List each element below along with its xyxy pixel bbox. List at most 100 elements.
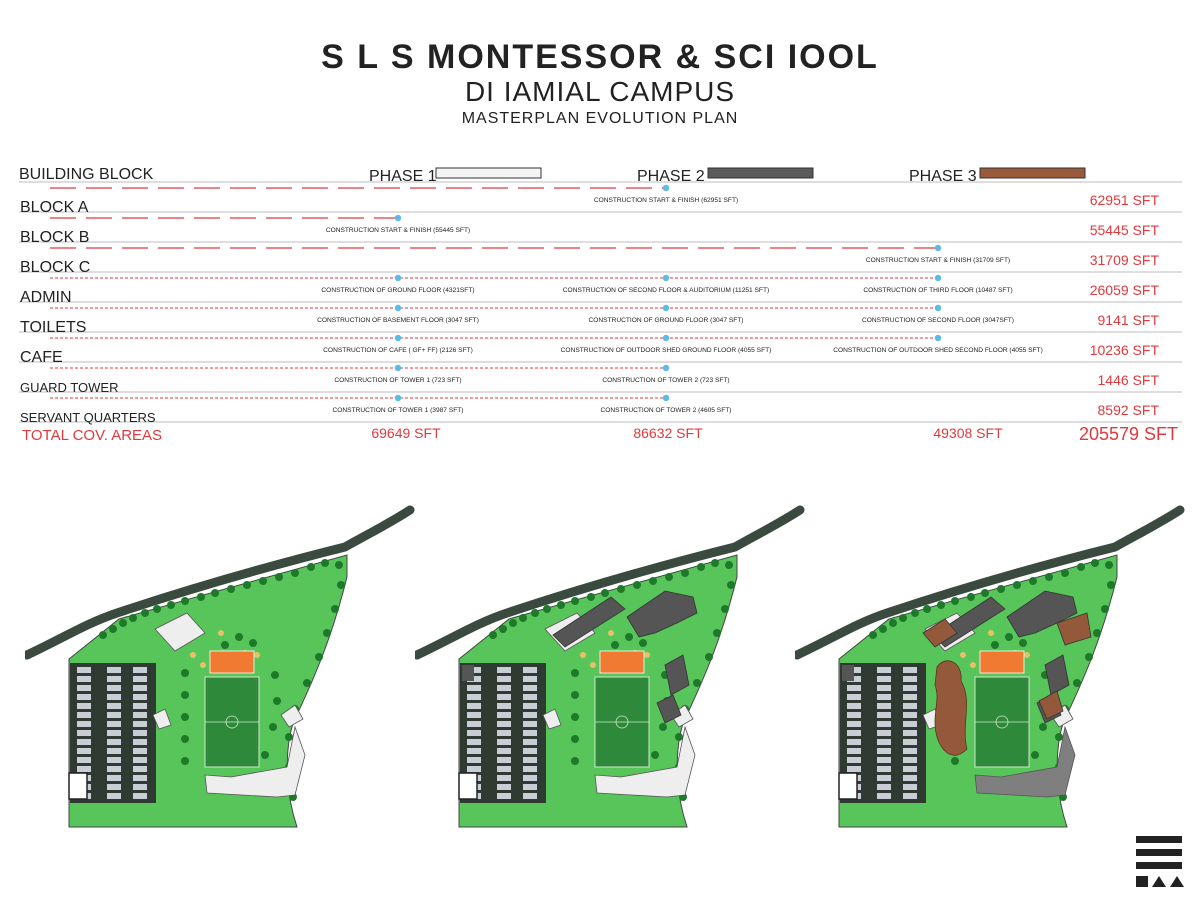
- tree: [911, 609, 919, 617]
- header-label: BUILDING BLOCK: [19, 166, 154, 183]
- row-total: 9141 SFT: [1098, 312, 1160, 328]
- tree: [275, 573, 283, 581]
- tree: [571, 691, 579, 699]
- parked-car: [877, 676, 891, 682]
- milestone-node: [662, 394, 670, 402]
- parked-car: [107, 748, 121, 754]
- tree: [181, 669, 189, 677]
- tree: [879, 625, 887, 633]
- tree: [1061, 569, 1069, 577]
- parked-car: [523, 748, 537, 754]
- tree: [869, 631, 877, 639]
- shrub: [644, 652, 650, 658]
- parked-car: [77, 703, 91, 709]
- parked-car: [133, 694, 147, 700]
- parked-car: [497, 712, 511, 718]
- tree: [1105, 561, 1113, 569]
- parked-car: [523, 694, 537, 700]
- row-total: 62951 SFT: [1090, 192, 1160, 208]
- parked-car: [877, 694, 891, 700]
- parked-car: [467, 766, 481, 772]
- cafe-extension: [1038, 690, 1064, 720]
- parked-car: [497, 739, 511, 745]
- entrance-gate: [838, 772, 858, 800]
- tree: [639, 639, 647, 647]
- row-total: 55445 SFT: [1090, 222, 1160, 238]
- parked-car: [77, 739, 91, 745]
- tree: [713, 629, 721, 637]
- admin-building: [974, 725, 1076, 798]
- parked-car: [903, 694, 917, 700]
- parked-car: [523, 721, 537, 727]
- parked-car: [497, 667, 511, 673]
- tree: [531, 609, 539, 617]
- parked-car: [847, 712, 861, 718]
- parked-car: [77, 757, 91, 763]
- tree: [273, 697, 281, 705]
- tree: [1091, 559, 1099, 567]
- parked-car: [107, 793, 121, 799]
- entrance-gate: [68, 772, 88, 800]
- parked-car: [877, 784, 891, 790]
- parked-car: [497, 775, 511, 781]
- milestone-label: CONSTRUCTION OF GROUND FLOOR (3047 SFT): [589, 317, 744, 324]
- parked-car: [77, 766, 91, 772]
- shrub: [988, 630, 994, 636]
- parked-car: [847, 685, 861, 691]
- tree: [937, 601, 945, 609]
- tree: [259, 577, 267, 585]
- field-center-circle: [995, 715, 1009, 729]
- tree: [651, 751, 659, 759]
- admin-building: [204, 725, 306, 798]
- phase-total-3: 49308 SFT: [933, 425, 1003, 441]
- parked-car: [903, 739, 917, 745]
- tree: [923, 605, 931, 613]
- parked-car: [523, 757, 537, 763]
- tree: [571, 735, 579, 743]
- parked-car: [847, 703, 861, 709]
- tree: [197, 593, 205, 601]
- tree: [211, 589, 219, 597]
- milestone-node: [394, 304, 402, 312]
- tree: [221, 641, 229, 649]
- parked-car: [107, 757, 121, 763]
- parked-car: [523, 676, 537, 682]
- tree: [1077, 563, 1085, 571]
- parked-car: [903, 775, 917, 781]
- tree: [227, 585, 235, 593]
- parked-car: [107, 676, 121, 682]
- tree: [1039, 723, 1047, 731]
- parked-car: [903, 766, 917, 772]
- row-total: 31709 SFT: [1090, 252, 1160, 268]
- tree: [249, 639, 257, 647]
- parked-car: [467, 757, 481, 763]
- tree: [1107, 581, 1115, 589]
- phase-label-1: PHASE 1: [369, 168, 437, 185]
- tree: [321, 559, 329, 567]
- parked-car: [523, 793, 537, 799]
- row-name: CAFE: [20, 349, 63, 366]
- parked-car: [107, 784, 121, 790]
- parked-car: [133, 685, 147, 691]
- tree: [181, 757, 189, 765]
- parked-car: [847, 694, 861, 700]
- parked-car: [903, 712, 917, 718]
- parked-car: [107, 694, 121, 700]
- grand-total: 205579 SFT: [1079, 424, 1178, 444]
- phase-label-2: PHASE 2: [637, 168, 705, 185]
- tree: [681, 569, 689, 577]
- milestone-label: CONSTRUCTION OF TOWER 1 (723 SFT): [334, 377, 461, 384]
- milestone-label: CONSTRUCTION OF CAFE ( GF+ FF) (2126 SFT…: [323, 347, 473, 354]
- tree: [315, 653, 323, 661]
- tree: [181, 713, 189, 721]
- parked-car: [523, 784, 537, 790]
- tree: [571, 669, 579, 677]
- parked-car: [903, 793, 917, 799]
- parked-car: [523, 667, 537, 673]
- tree: [499, 625, 507, 633]
- access-road: [25, 505, 415, 660]
- tree: [721, 605, 729, 613]
- tree: [951, 597, 959, 605]
- parked-car: [133, 793, 147, 799]
